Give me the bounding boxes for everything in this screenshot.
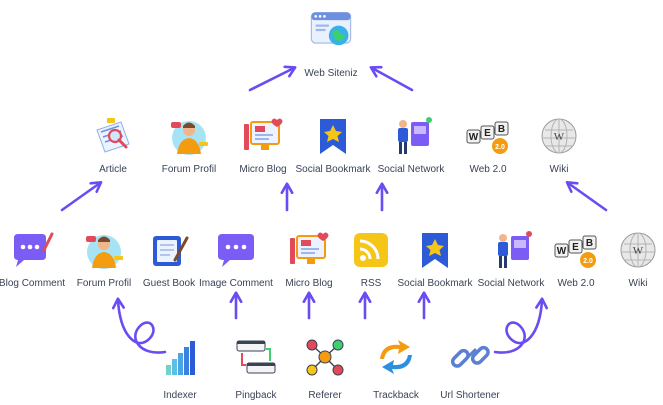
loop-arrow-right [493, 297, 549, 354]
block-letter: B [586, 238, 593, 249]
chain-link-icon [450, 345, 490, 368]
bookmark-star-icon [320, 119, 346, 154]
block-letter: E [572, 242, 579, 253]
node-label: Micro Blog [285, 278, 333, 289]
bookmark-star-icon [422, 233, 448, 268]
person-avatar-icon [171, 121, 208, 155]
magnifier-article-icon [96, 118, 130, 153]
sync-arrows-icon [380, 340, 412, 374]
node-label: Blog Comment [0, 278, 66, 289]
node-label: Pingback [235, 390, 277, 401]
node-label: Micro Blog [239, 164, 287, 175]
node-label: Social Bookmark [295, 164, 371, 175]
rss-icon [354, 233, 388, 267]
node-label: Forum Profil [161, 164, 217, 175]
node-label: Web 2.0 [469, 164, 507, 175]
svg-text:W: W [633, 245, 644, 257]
browser-globe-icon [310, 12, 352, 46]
svg-text:W: W [554, 131, 565, 143]
block-letter: W [469, 132, 479, 143]
block-letter: W [557, 246, 567, 257]
web-blocks-icon: W E B 2.0 [466, 121, 509, 154]
node-label: Url Shortener [440, 390, 500, 401]
person-screen-icon [498, 231, 532, 268]
node-label: Social Network [477, 278, 545, 289]
node-label: Wiki [628, 278, 648, 289]
node-label: Web 2.0 [557, 278, 595, 289]
person-screen-icon [398, 117, 432, 154]
chat-bubble-icon [218, 234, 254, 267]
bar-chart-icon [166, 341, 195, 375]
node-label: Guest Book [142, 278, 196, 289]
node-label: Indexer [163, 390, 197, 401]
notebook-pen-icon [153, 236, 189, 266]
node-label: Referer [308, 390, 342, 401]
arrows-layer [60, 65, 608, 354]
network-people-icon [306, 339, 344, 376]
monitor-heart-icon [290, 232, 329, 264]
node-label: Article [99, 164, 127, 175]
web-blocks-icon: W E B 2.0 [554, 235, 597, 268]
node-label: RSS [360, 278, 382, 289]
arrow-to-article [60, 180, 103, 212]
node-label: Forum Profil [76, 278, 132, 289]
wiki-globe-icon: W [620, 232, 656, 268]
chat-bubble-pencil-icon [14, 232, 54, 267]
node-label: Social Network [377, 164, 445, 175]
person-avatar-icon [86, 235, 123, 269]
monitor-heart-icon [244, 118, 283, 150]
node-label: Social Bookmark [397, 278, 473, 289]
arrow-to-top-left [248, 65, 297, 92]
badge-text: 2.0 [495, 144, 505, 151]
node-label: Image Comment [199, 278, 273, 289]
block-letter: B [498, 124, 505, 135]
node-label: Web Siteniz [304, 68, 358, 79]
node-label: Wiki [549, 164, 569, 175]
block-letter: E [484, 128, 491, 139]
badge-text: 2.0 [583, 258, 593, 265]
arrow-to-wiki [565, 180, 608, 212]
loop-arrow-left [111, 297, 167, 354]
node-label: Trackback [373, 390, 419, 401]
arrow-to-top-right [369, 65, 414, 92]
ping-windows-icon [236, 340, 276, 374]
wiki-globe-icon: W [541, 118, 577, 154]
